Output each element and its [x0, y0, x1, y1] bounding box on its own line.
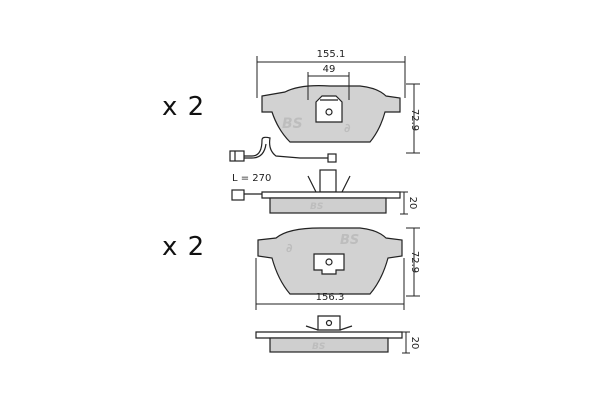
bottom-height-label: 72.9 — [409, 251, 420, 273]
watermark-bottom-2: ∂ — [286, 241, 293, 255]
quantity-bottom: x 2 — [162, 232, 206, 262]
bottom-pad-clip — [313, 253, 345, 275]
watermark-bottom-side: BS — [312, 342, 325, 352]
bottom-side-clip — [317, 315, 341, 331]
bottom-side-lining — [269, 337, 389, 353]
bottom-thickness-label: 20 — [409, 337, 420, 350]
clip-width-label: 49 — [323, 64, 336, 75]
top-side-backing-plate — [261, 191, 401, 199]
top-height-label: 72.9 — [409, 109, 420, 131]
watermark-side: BS — [310, 202, 323, 212]
top-thickness-dimension: 20 — [400, 191, 418, 215]
bottom-pad-front-view: BS ∂ — [257, 227, 403, 295]
top-width-label: 155.1 — [317, 49, 346, 60]
top-side-clip — [319, 169, 337, 193]
top-pad-front-view: BS ∂ — [261, 85, 401, 143]
sensor-connector — [229, 150, 245, 162]
sensor-clip — [327, 153, 337, 163]
bottom-height-dimension: 72.9 — [406, 227, 420, 297]
bottom-side-backing-plate — [255, 331, 403, 339]
watermark-top: BS — [282, 116, 303, 132]
top-side-lining — [269, 197, 387, 214]
top-side-sensor — [231, 189, 245, 201]
wear-sensor-wire: L = 270 — [229, 136, 337, 184]
top-width-dimension: 155.1 — [256, 49, 406, 98]
quantity-top: x 2 — [162, 92, 206, 122]
watermark-top-2: ∂ — [344, 121, 351, 135]
watermark-bottom: BS — [340, 233, 359, 248]
bottom-width-label: 156.3 — [316, 292, 345, 303]
wire-length-label: L = 270 — [232, 173, 271, 184]
bottom-width-dimension: 156.3 — [255, 258, 405, 310]
bottom-pad-clip-rivet — [325, 258, 333, 266]
top-height-dimension: 72.9 — [406, 83, 420, 154]
top-thickness-label: 20 — [407, 197, 418, 210]
top-pad-side-view: BS — [231, 169, 401, 214]
bottom-pad-side-view: BS — [255, 315, 403, 353]
top-pad-clip-rivet — [325, 108, 333, 116]
bottom-thickness-dimension: 20 — [402, 331, 420, 354]
clip-width-dimension: 49 — [307, 64, 350, 100]
